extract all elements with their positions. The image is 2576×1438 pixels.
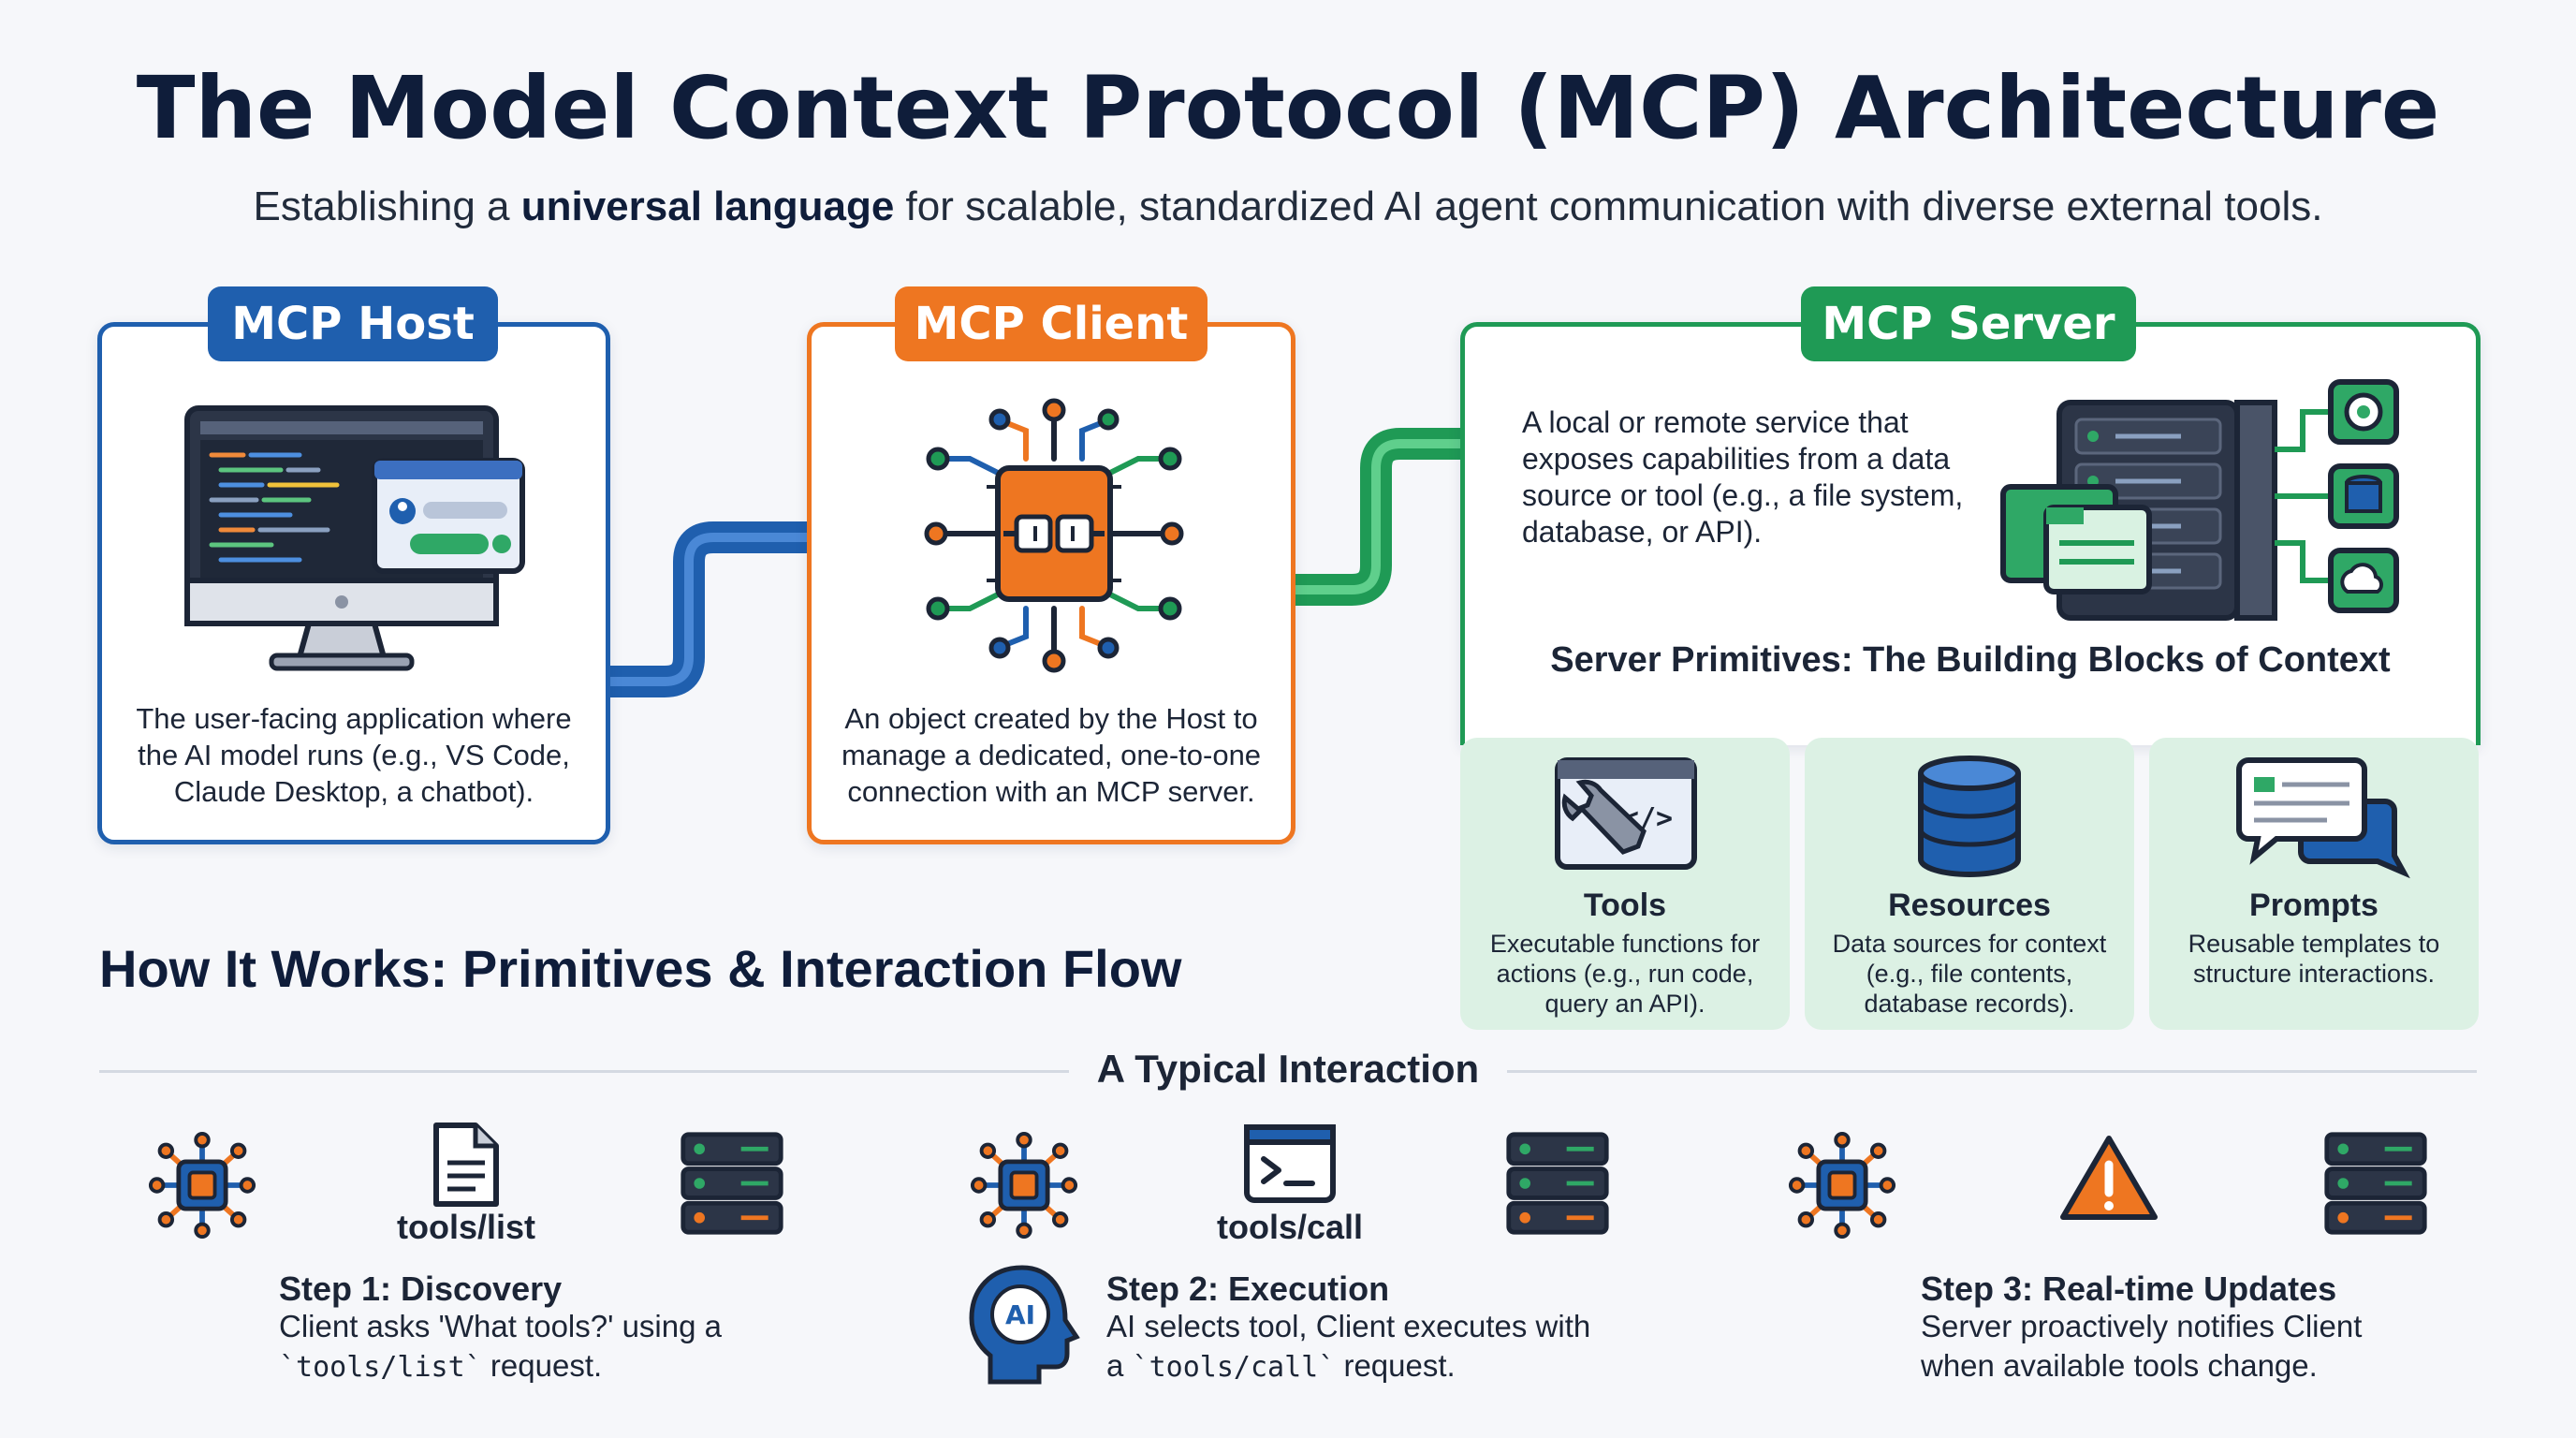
client-description: An object created by the Host to manage … [841,702,1262,808]
step2-title: Step 2: Execution [1106,1269,1390,1308]
desktop-app-icon [184,405,525,671]
primitive-prompts: Prompts Reusable templates to structure … [2149,738,2479,1030]
step1-label: tools/list [396,1208,535,1246]
step2-description: AI selects tool, Client executes with a … [1106,1307,1593,1387]
processor-chip-icon [924,398,1184,673]
server-card [1460,322,2481,745]
divider-left [99,1070,1069,1073]
step3-description: Server proactively notifies Client when … [1921,1309,2363,1383]
server-primitives-heading: Server Primitives: The Building Blocks o… [1550,640,2391,680]
host-tab: MCP Host [208,286,498,361]
ai-badge-text: AI [1005,1299,1035,1330]
terminal-icon [1244,1124,1336,1203]
step1-desc-tail: request. [481,1348,603,1383]
server-description: A local or remote service that exposes c… [1522,405,1964,549]
step1-title: Step 1: Discovery [279,1269,563,1308]
step2-desc-text: AI selects tool, Client executes with a [1106,1309,1591,1383]
client-tab: MCP Client [895,286,1208,361]
step1-desc-text: Client asks 'What tools?' using a [279,1309,722,1343]
primitive-tools-name: Tools [1583,888,1667,923]
server-rack-icon [2000,379,2399,621]
step2-desc-code: `tools/call` [1132,1351,1336,1384]
host-description: The user-facing application where the AI… [136,702,572,808]
how-it-works-heading: How It Works: Primitives & Interaction F… [99,939,1182,998]
step2-client-icon [970,1131,1078,1240]
step1-desc-code: `tools/list` [279,1351,482,1384]
page-subtitle: Establishing a universal language for sc… [0,183,2576,230]
page-title: The Model Context Protocol (MCP) Archite… [136,58,2440,158]
document-icon [433,1123,499,1207]
primitive-resources: Resources Data sources for context (e.g.… [1805,738,2134,1030]
step3-client-icon [1788,1131,1896,1240]
primitive-prompts-name: Prompts [2249,888,2378,923]
primitive-tools-description: Executable functions for actions (e.g., … [1489,930,1761,1018]
primitive-resources-name: Resources [1888,888,2051,923]
step3-title: Step 3: Real-time Updates [1921,1269,2337,1308]
database-icon [1918,756,2021,877]
client-server-connector [1295,428,1470,606]
step2-server-icon [1503,1129,1612,1238]
step1-client-icon [148,1131,256,1240]
step2-label: tools/call [1216,1208,1364,1246]
step1-server-icon [678,1129,786,1238]
warning-icon [2060,1136,2158,1220]
divider-right [1507,1070,2477,1073]
primitive-prompts-description: Reusable templates to structure interact… [2188,930,2440,988]
primitive-tools: </> Tools Executable functions for actio… [1460,738,1790,1030]
typical-interaction-heading: A Typical Interaction [1096,1047,1480,1091]
subtitle-emphasis: universal language [520,183,895,229]
server-tab: MCP Server [1801,286,2136,361]
chat-template-icon [2236,757,2410,879]
step2-desc-tail: request. [1335,1348,1456,1383]
step3-server-icon [2321,1129,2430,1238]
step1-description: Client asks 'What tools?' using a `tools… [279,1307,766,1387]
subtitle-text-after: for scalable, standardized AI agent comm… [894,183,2323,229]
host-client-connector [608,521,816,697]
subtitle-text-before: Establishing a [253,183,521,229]
tools-window-icon: </> [1555,757,1697,870]
primitive-resources-description: Data sources for context (e.g., file con… [1832,930,2107,1018]
ai-head-icon: AI [969,1265,1080,1385]
